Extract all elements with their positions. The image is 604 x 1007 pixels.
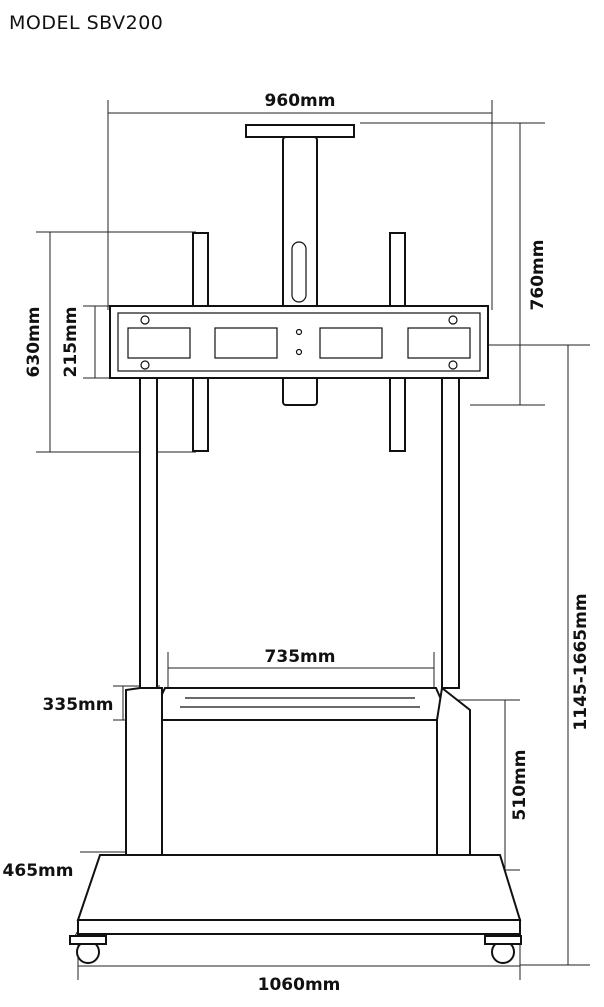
dim-label-215: 215mm xyxy=(61,307,81,378)
dim-label-1060: 1060mm xyxy=(258,975,341,995)
left-upright xyxy=(139,377,158,689)
dim-label-760: 760mm xyxy=(528,240,548,311)
dim-label-465: 465mm xyxy=(3,861,74,881)
caster-right-mount xyxy=(484,935,522,945)
dim-label-960: 960mm xyxy=(265,91,336,111)
dim-label-735: 735mm xyxy=(265,647,336,667)
dim-label-630: 630mm xyxy=(24,307,44,378)
base-front-rail xyxy=(77,919,521,935)
right-upright xyxy=(441,377,460,689)
top-plate xyxy=(245,124,355,138)
caster-left-mount xyxy=(69,935,107,945)
mount-plate xyxy=(109,305,489,379)
dim-label-overall-height: 1145-1665mm xyxy=(571,593,591,730)
shelf xyxy=(148,687,452,721)
dim-label-335: 335mm xyxy=(43,695,114,715)
base-frame xyxy=(76,854,522,921)
stand-structure xyxy=(69,124,522,964)
dim-label-510: 510mm xyxy=(510,750,530,821)
model-title: MODEL SBV200 xyxy=(9,12,164,34)
